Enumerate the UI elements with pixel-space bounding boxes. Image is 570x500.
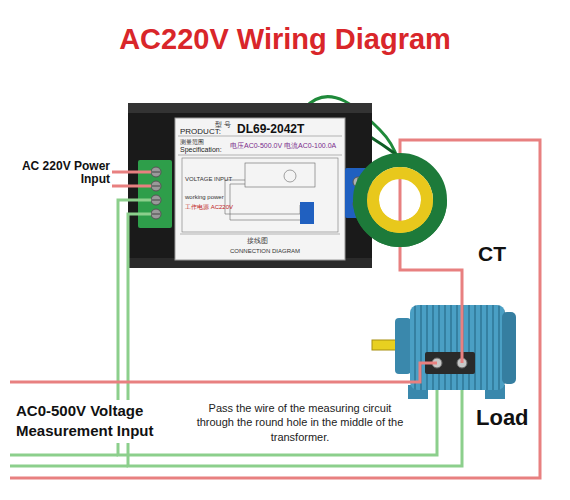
sticker-ct-icon	[284, 170, 296, 182]
sticker-text: CONNECTION DIAGRAM	[230, 248, 300, 254]
part-label: CT	[478, 242, 528, 265]
spec-sticker	[175, 118, 345, 260]
sticker-text: 接线图	[247, 237, 268, 244]
sticker-rule	[178, 155, 342, 156]
annotation: AC 220V Power Input	[14, 160, 110, 186]
sticker-text: DL69-2042T	[237, 123, 304, 135]
sticker-text: 电压AC0-500.0V 电流AC0-100.0A	[230, 142, 336, 149]
load-wire	[10, 140, 540, 478]
sticker-text: 型 号	[215, 121, 231, 128]
sticker-terminal	[300, 202, 314, 224]
sticker-text: Specification:	[180, 146, 222, 153]
sticker-text: working power	[185, 194, 224, 200]
terminal-screws	[151, 167, 161, 219]
annotation: Pass the wire of the measuring circuit t…	[190, 401, 410, 444]
sticker-text: 测量范围	[180, 139, 204, 145]
sticker-wire	[225, 180, 300, 214]
annotation: AC0-500V Voltage Measurement Input	[14, 400, 178, 443]
diagram-title: AC220V Wiring Diagram	[0, 22, 570, 57]
sticker-diagram-frame	[182, 158, 338, 232]
sticker-wire	[230, 184, 305, 220]
power-wire	[112, 171, 151, 174]
meter-bezel	[128, 103, 372, 113]
part-label: Load	[476, 406, 536, 430]
voltage-wire	[10, 465, 128, 468]
motor	[372, 305, 516, 399]
power-wire	[112, 185, 151, 188]
spec-sticker: 型 号PRODUCT: DL69-2042T 测量范围Specification: 电…	[175, 118, 345, 260]
load-wire	[10, 363, 437, 382]
sticker-text: VOLTAGE INPUT	[185, 176, 232, 182]
meter-housing	[128, 103, 372, 268]
sticker-meter-icon	[245, 163, 315, 187]
voltage-wire	[10, 454, 118, 457]
voltage-terminal-block	[138, 160, 172, 228]
sticker-rule	[180, 234, 340, 235]
sticker-text: PRODUCT:	[180, 128, 221, 136]
current-transformer	[360, 160, 440, 240]
sticker-text: 工作电源 AC220V	[185, 204, 233, 210]
